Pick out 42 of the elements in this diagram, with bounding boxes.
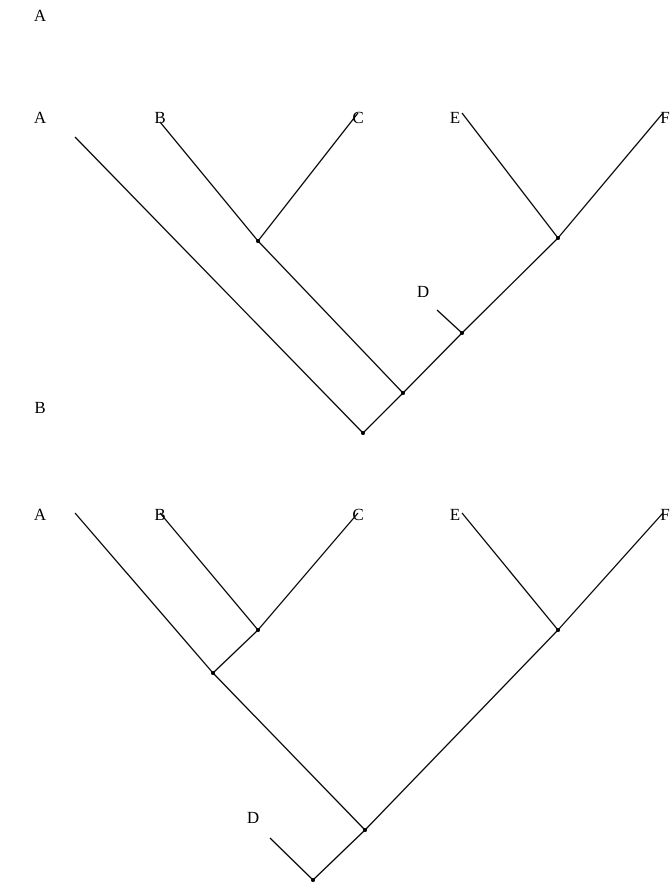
branch-point bbox=[401, 391, 405, 395]
branch-point bbox=[256, 239, 260, 243]
taxon-label: A bbox=[34, 505, 46, 525]
taxon-label: F bbox=[660, 505, 670, 525]
branch-point bbox=[363, 828, 367, 832]
tree-branch bbox=[160, 122, 258, 242]
tree-branch bbox=[364, 630, 558, 830]
branch-point bbox=[211, 671, 215, 675]
taxon-label: D bbox=[246, 808, 260, 828]
tree-branch bbox=[212, 672, 366, 830]
tree-branch bbox=[74, 512, 214, 674]
tree-branch bbox=[462, 512, 558, 630]
tree-branch bbox=[558, 112, 664, 238]
branch-point bbox=[556, 236, 560, 240]
panel-label: B bbox=[34, 398, 46, 418]
tree-branch bbox=[160, 512, 258, 630]
taxon-label: E bbox=[450, 505, 460, 525]
tree-branch bbox=[462, 238, 558, 334]
tree-branch bbox=[362, 392, 404, 434]
taxon-label: B bbox=[154, 108, 166, 128]
tree-branch bbox=[258, 240, 404, 394]
taxon-label: D bbox=[416, 282, 430, 302]
panel-label: A bbox=[34, 6, 46, 26]
branch-point bbox=[361, 431, 365, 435]
tree-branch bbox=[312, 830, 366, 880]
taxon-label: A bbox=[34, 108, 46, 128]
branch-point bbox=[256, 628, 260, 632]
tree-branch bbox=[74, 136, 364, 434]
branch-point bbox=[311, 878, 315, 882]
branch-point bbox=[460, 331, 464, 335]
tree-branch bbox=[461, 112, 559, 238]
taxon-label: C bbox=[352, 505, 364, 525]
tree-branch bbox=[258, 512, 358, 630]
tree-branch bbox=[212, 630, 258, 674]
taxon-label: F bbox=[660, 108, 670, 128]
taxon-label: E bbox=[450, 108, 460, 128]
tree-branch bbox=[257, 112, 359, 242]
tree-branch bbox=[402, 332, 462, 394]
tree-branch bbox=[558, 512, 664, 630]
tree-branch bbox=[436, 310, 462, 334]
branch-point bbox=[556, 628, 560, 632]
tree-branch bbox=[270, 838, 314, 880]
